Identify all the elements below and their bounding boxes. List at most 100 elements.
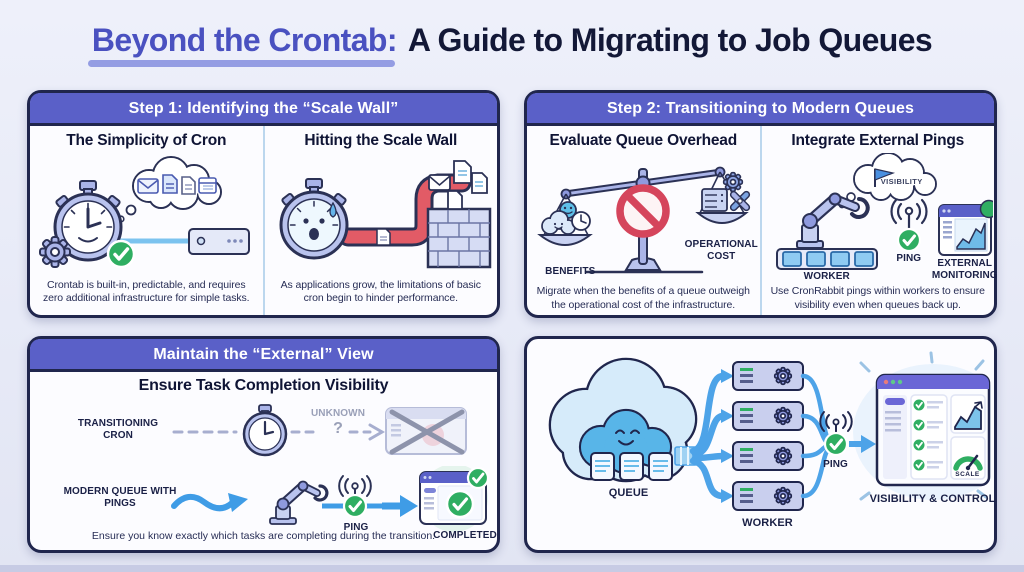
ping-label: PING xyxy=(343,522,369,533)
right-pan xyxy=(695,212,750,224)
step2-right-title: Integrate External Pings xyxy=(791,132,965,149)
conveyor-icon xyxy=(775,248,878,270)
pipe-document-icon xyxy=(376,228,391,246)
left-pan xyxy=(537,234,594,246)
x-mark-icon xyxy=(389,409,465,455)
step1-left-caption: Crontab is built-in, predictable, and re… xyxy=(43,278,250,305)
panel-queue-flow: QUEUE WORKER PING VISIBILITY & CONTROL S… xyxy=(524,336,997,553)
calendar-icon xyxy=(198,177,218,194)
prohibition-icon xyxy=(616,184,670,238)
step1-left-column: The Simplicity of Cron xyxy=(30,126,263,315)
worker-server-icon xyxy=(731,481,804,511)
balance-scale-illustration: BENEFITS OPERATIONAL COST xyxy=(528,153,758,285)
gear-icon xyxy=(723,171,744,193)
document-icon xyxy=(446,190,463,210)
completed-label: COMPLETED xyxy=(433,530,497,541)
step1-right-title: Hitting the Scale Wall xyxy=(304,132,458,149)
external-monitoring-label: EXTERNAL MONITORING xyxy=(931,258,998,281)
gauge-icon xyxy=(952,454,983,471)
step2-left-caption: Migrate when the benefits of a queue out… xyxy=(536,285,750,311)
wavy-arrow-icon xyxy=(171,493,248,512)
worried-stopwatch-icon xyxy=(279,178,349,260)
wrench-icon xyxy=(730,190,751,212)
radiating-dashes xyxy=(859,351,987,501)
dashboard-icon xyxy=(875,373,990,487)
checklist-rows xyxy=(913,399,943,471)
bottom-edge-strip xyxy=(0,565,1024,572)
external-view-caption: Ensure you know exactly which tasks are … xyxy=(91,530,436,542)
question-mark: ? xyxy=(333,420,343,437)
status-dot-icon xyxy=(979,199,993,219)
check-circle-icon xyxy=(342,493,368,519)
chart-icon xyxy=(953,405,982,430)
sweat-drop-icon xyxy=(329,201,337,218)
worker-label: WORKER xyxy=(803,271,850,282)
document-icon xyxy=(452,160,472,184)
check-circle-icon xyxy=(107,239,136,269)
scale-wall-scene xyxy=(279,160,491,269)
visibility-section-title: Ensure Task Completion Visibility xyxy=(138,377,389,394)
brick-wall-icon xyxy=(426,207,491,269)
queue-flow-illustration: QUEUE WORKER PING VISIBILITY & CONTROL S… xyxy=(531,347,995,547)
document-icon xyxy=(181,176,197,195)
scale-wall-illustration xyxy=(266,153,496,271)
step1-right-caption: As applications grow, the limitations of… xyxy=(280,278,481,305)
unknown-flow-scene xyxy=(172,404,467,457)
worker-server-icon xyxy=(731,361,804,391)
crossed-window-icon xyxy=(385,407,467,455)
claw-icon xyxy=(849,197,870,219)
fan-out-arrows xyxy=(689,372,726,500)
step2-left-title: Evaluate Queue Overhead xyxy=(549,132,737,149)
panel-step2-header: Step 2: Transitioning to Modern Queues xyxy=(527,93,994,126)
queue-label: QUEUE xyxy=(608,487,649,499)
step1-right-column: Hitting the Scale Wall xyxy=(262,126,498,315)
document-icon xyxy=(470,172,488,194)
step2-right-column: Integrate External Pings xyxy=(759,126,998,315)
dashboard-checklist xyxy=(909,394,948,480)
modern-queue-row: MODERN QUEUE WITH PINGS xyxy=(38,466,497,546)
stopwatch-icon xyxy=(242,404,288,457)
panel-step1: Step 1: Identifying the “Scale Wall” The… xyxy=(27,90,500,318)
robot-arm-icon xyxy=(269,480,329,525)
chart-icon xyxy=(956,222,986,250)
transitioning-cron-label: TRANSITIONING CRON xyxy=(77,418,159,441)
panel-step1-header: Step 1: Identifying the “Scale Wall” xyxy=(30,93,497,126)
thick-arrow-icon xyxy=(382,495,418,517)
stopwatch-icon xyxy=(53,180,123,262)
completed-window-icon xyxy=(419,466,490,532)
dashed-arrow-icon xyxy=(368,423,385,441)
ping-antenna-icon xyxy=(818,411,853,457)
panel-external-view: Maintain the “External” View Ensure Task… xyxy=(27,336,500,553)
worker-server-icon xyxy=(731,441,804,471)
check-circle-icon xyxy=(896,227,921,253)
ping-label: PING xyxy=(823,459,848,470)
panel-step2: Step 2: Transitioning to Modern Queues E… xyxy=(524,90,998,318)
page-title: Beyond the Crontab:A Guide to Migrating … xyxy=(0,22,1024,59)
envelope-icon xyxy=(137,178,160,194)
cloud-queue-icon xyxy=(548,357,698,483)
transitioning-cron-row: TRANSITIONING CRON xyxy=(38,402,492,462)
worker-server-icon xyxy=(731,401,804,431)
gear-icon xyxy=(39,236,72,268)
step1-left-title: The Simplicity of Cron xyxy=(66,132,227,149)
benefits-label: BENEFITS xyxy=(545,266,596,277)
step2-right-caption: Use CronRabbit pings within workers to e… xyxy=(770,285,985,311)
worker-label: WORKER xyxy=(742,517,793,529)
page-title-highlight: Beyond the Crontab: xyxy=(91,22,398,58)
benefits-items-icon xyxy=(541,201,592,235)
ping-label: PING xyxy=(896,253,922,264)
cost-items-icon xyxy=(701,171,751,212)
panel-external-view-header: Maintain the “External” View xyxy=(30,339,497,372)
thought-cloud-icon xyxy=(117,156,223,223)
server-icon xyxy=(188,228,251,255)
converge-lines xyxy=(800,373,831,499)
external-pings-scene xyxy=(775,153,993,270)
modern-queue-label: MODERN QUEUE WITH PINGS xyxy=(63,486,177,509)
browser-window-icon xyxy=(937,199,993,256)
happy-cron-scene xyxy=(39,156,251,269)
check-badge-icon xyxy=(466,466,490,490)
external-pings-illustration: VISIBILITY WORKER PING EXTERNAL MONITORI… xyxy=(763,153,998,285)
worker-servers xyxy=(731,361,804,511)
flag-icon xyxy=(873,168,895,187)
